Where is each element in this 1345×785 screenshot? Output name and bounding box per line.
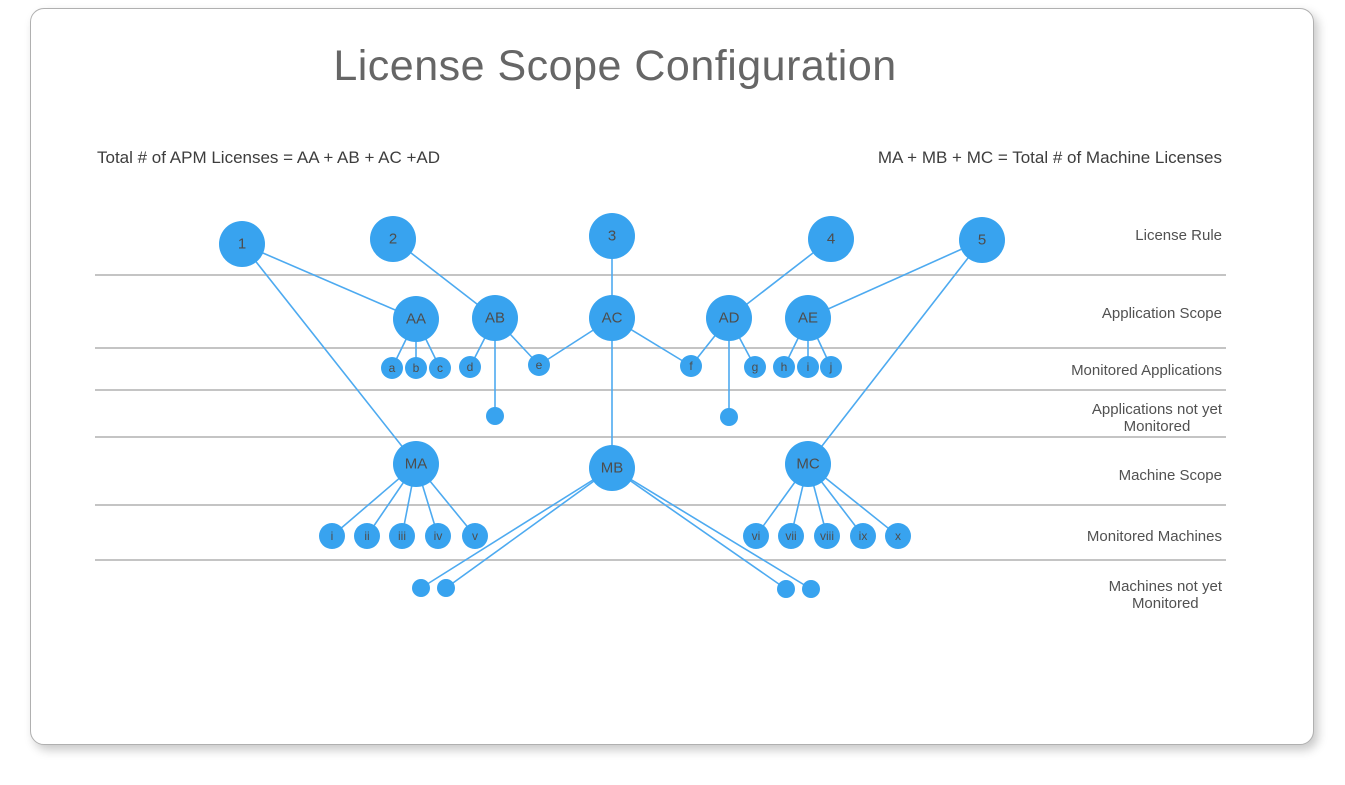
node-label: x <box>895 529 901 543</box>
monitored-application-node-c <box>429 357 451 379</box>
machine-license-formula: MA + MB + MC = Total # of Machine Licens… <box>877 148 1222 167</box>
machine-scope-node-MC <box>785 441 831 487</box>
monitored-application-node-g <box>744 356 766 378</box>
monitored-machine-node-iv <box>425 523 451 549</box>
license-rule-node-5 <box>959 217 1005 263</box>
monitored-machine-node-ix <box>850 523 876 549</box>
edge-MB-u1 <box>420 467 613 589</box>
monitored-application-node-e <box>528 354 550 376</box>
license-rule-node-2 <box>370 216 416 262</box>
license-rule-node-3 <box>589 213 635 259</box>
machine-scope-node-MA <box>393 441 439 487</box>
monitored-machine-node-iii <box>389 523 415 549</box>
node-label: AB <box>485 310 505 327</box>
node-label: 3 <box>608 228 616 245</box>
node-label: i <box>331 529 334 543</box>
monitored-application-node-j <box>820 356 842 378</box>
license-rule-node-4 <box>808 216 854 262</box>
node-label: ii <box>364 529 369 543</box>
edge-r5-AE <box>807 239 983 319</box>
node-label: iv <box>434 529 443 543</box>
node-label: v <box>472 529 478 543</box>
monitored-machine-node-x <box>885 523 911 549</box>
machine-not-monitored-node <box>412 579 430 597</box>
node-label: vi <box>752 529 761 543</box>
application-scope-node-AA <box>393 296 439 342</box>
edge-r1-AA <box>241 243 417 320</box>
monitored-machine-node-viii <box>814 523 840 549</box>
node-label: AD <box>719 310 740 327</box>
node-label: 1 <box>238 236 246 253</box>
edge-r1-MA <box>241 243 417 465</box>
monitored-application-node-i <box>797 356 819 378</box>
application-scope-node-AB <box>472 295 518 341</box>
application-not-monitored-node <box>486 407 504 425</box>
edge-MB-u2 <box>445 467 613 589</box>
node-label: ix <box>859 529 868 543</box>
node-label: AA <box>406 311 426 328</box>
node-label: d <box>467 360 474 374</box>
diagram-card <box>30 8 1314 745</box>
node-label: AE <box>798 310 818 327</box>
monitored-machine-node-vii <box>778 523 804 549</box>
machine-not-monitored-node <box>437 579 455 597</box>
node-label: viii <box>820 529 834 543</box>
node-label: MB <box>601 460 624 477</box>
monitored-application-node-f <box>680 355 702 377</box>
monitored-application-node-d <box>459 356 481 378</box>
node-label: i <box>807 360 810 374</box>
node-label: AC <box>602 310 623 327</box>
node-label: b <box>413 361 420 375</box>
node-label: g <box>752 360 759 374</box>
monitored-machine-node-v <box>462 523 488 549</box>
application-not-monitored-node <box>720 408 738 426</box>
monitored-application-node-h <box>773 356 795 378</box>
edge-r5-MC <box>807 239 983 465</box>
monitored-machine-node-vi <box>743 523 769 549</box>
node-label: h <box>781 360 788 374</box>
apm-license-formula: Total # of APM Licenses = AA + AB + AC +… <box>97 148 441 167</box>
node-label: 2 <box>389 231 397 248</box>
monitored-machine-node-i <box>319 523 345 549</box>
monitored-application-node-a <box>381 357 403 379</box>
edge-MB-u3 <box>611 467 787 590</box>
node-label: iii <box>398 529 406 543</box>
node-label: e <box>536 358 543 372</box>
edge-MB-u4 <box>611 467 812 590</box>
node-label: a <box>389 361 396 375</box>
monitored-application-node-b <box>405 357 427 379</box>
machine-not-monitored-node <box>802 580 820 598</box>
application-scope-node-AD <box>706 295 752 341</box>
node-label: 4 <box>827 231 835 248</box>
machine-scope-node-MB <box>589 445 635 491</box>
machine-not-monitored-node <box>777 580 795 598</box>
node-label: vii <box>785 529 796 543</box>
monitored-machine-node-ii <box>354 523 380 549</box>
node-label: f <box>689 359 693 373</box>
node-label: MC <box>796 456 819 473</box>
application-scope-node-AE <box>785 295 831 341</box>
license-rule-node-1 <box>219 221 265 267</box>
node-label: MA <box>405 456 428 473</box>
page-title: License Scope Configuration <box>333 42 897 90</box>
node-label: c <box>437 361 443 375</box>
application-scope-node-AC <box>589 295 635 341</box>
node-label: 5 <box>978 232 986 249</box>
node-label: j <box>829 360 833 374</box>
